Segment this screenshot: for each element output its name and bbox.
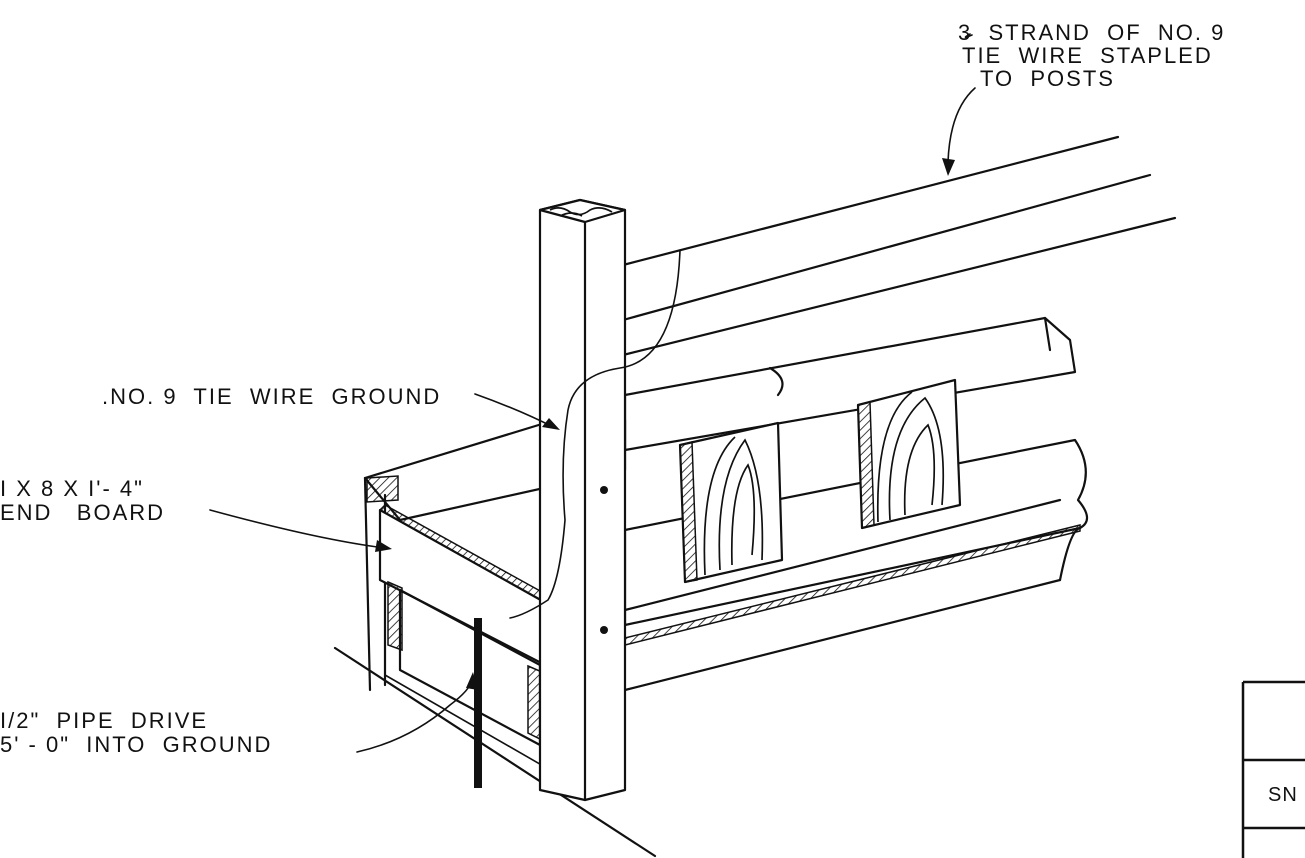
spacer-block-left — [678, 421, 784, 584]
fence-post — [538, 198, 627, 802]
title-block-partial-text: SN — [1268, 784, 1298, 806]
spacer-block-right — [856, 378, 962, 530]
end-board — [378, 504, 562, 747]
tie-wire-label-line1: 3 STRAND OF NO. 9 — [958, 20, 1226, 45]
pipe-label-line2: 5' - 0" INTO GROUND — [0, 732, 273, 757]
ground-wire-label: .NO. 9 TIE WIRE GROUND — [102, 384, 442, 409]
title-block — [1241, 680, 1305, 858]
leader-arrows — [209, 33, 976, 753]
tie-wire-label-line3: TO POSTS — [980, 66, 1115, 91]
pipe-label-line1: I/2" PIPE DRIVE — [0, 708, 209, 733]
ground-tie-wire — [509, 249, 681, 619]
end-board-label-line2: END BOARD — [0, 500, 166, 525]
ground-pipe — [474, 618, 482, 788]
tie-wire-label-line2: TIE WIRE STAPLED — [962, 43, 1213, 68]
lower-rail — [623, 438, 1089, 692]
end-board-label-line1: I x 8 x I'- 4" — [0, 476, 144, 501]
tie-wire-strands — [564, 135, 1177, 366]
